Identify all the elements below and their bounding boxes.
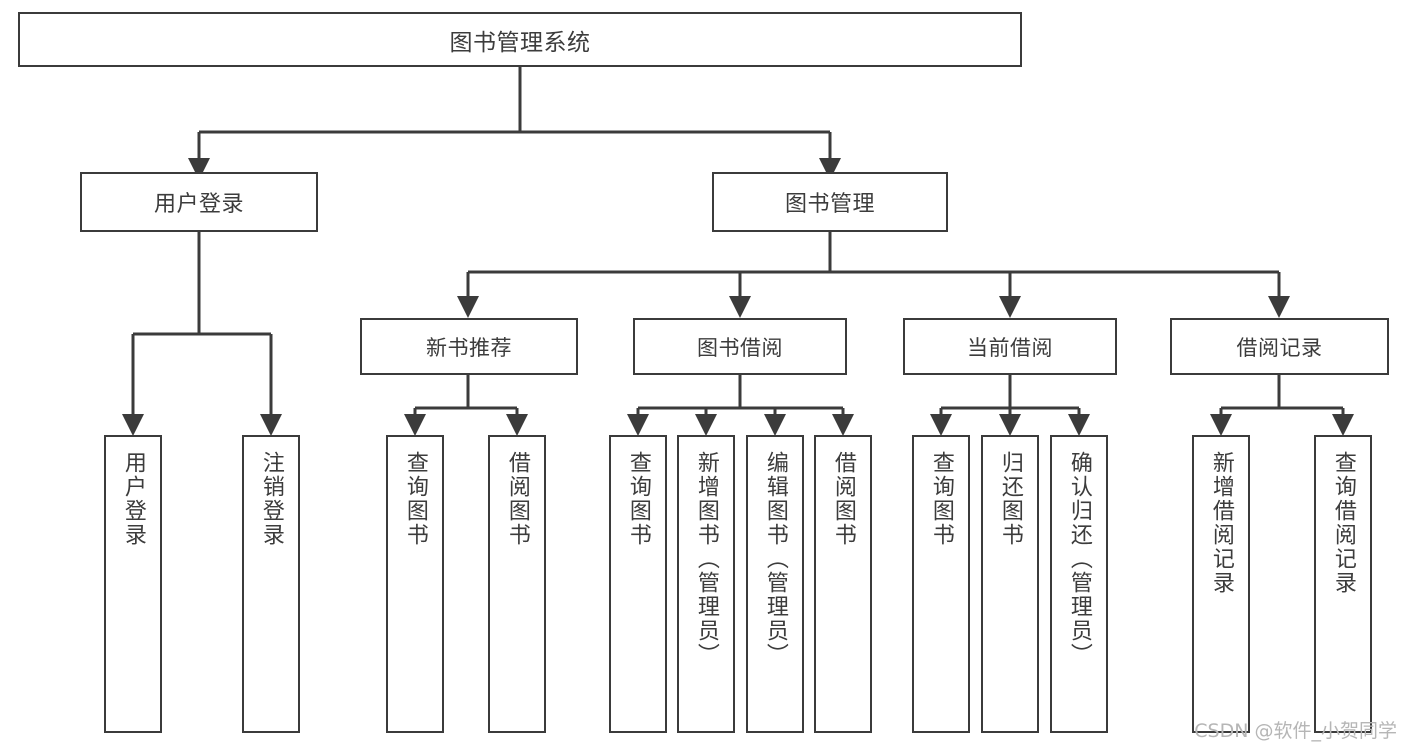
arrowhead-borrow-leaf-4 [832,414,854,436]
node-new-book-recommend-label: 新书推荐 [426,335,512,360]
arrowhead-current-leaf-2 [999,414,1021,436]
arrowhead-borrow-leaf-3 [764,414,786,436]
node-borrow-record[interactable]: 借阅记录 [1170,318,1389,375]
leaf-new-book-query-label: 查询图书 [402,451,428,547]
leaf-current-confirm-return[interactable]: 确认归还（管理员） [1050,435,1108,733]
leaf-borrow-query-book[interactable]: 查询图书 [609,435,667,733]
leaf-record-query-record[interactable]: 查询借阅记录 [1314,435,1372,733]
arrowhead-userlogin-leaf-1 [122,414,144,436]
node-book-borrow-label: 图书借阅 [697,335,783,360]
arrowhead-new-book [457,296,479,318]
leaf-new-book-borrow-label: 借阅图书 [504,451,530,547]
leaf-user-login-login[interactable]: 用户登录 [104,435,162,733]
leaf-borrow-add-book[interactable]: 新增图书（管理员） [677,435,735,733]
leaf-record-query-record-label: 查询借阅记录 [1330,451,1356,595]
leaf-user-login-logout-label: 注销登录 [258,451,284,547]
leaf-record-add-record-label: 新增借阅记录 [1208,451,1234,595]
leaf-current-query-book[interactable]: 查询图书 [912,435,970,733]
arrowhead-borrow [729,296,751,318]
leaf-user-login-logout[interactable]: 注销登录 [242,435,300,733]
leaf-new-book-borrow[interactable]: 借阅图书 [488,435,546,733]
node-book-management-label: 图书管理 [784,192,875,217]
arrowhead-borrow-leaf-1 [627,414,649,436]
node-user-login[interactable]: 用户登录 [80,172,318,232]
leaf-borrow-add-book-label: 新增图书（管理员） [693,451,719,667]
arrowhead-userlogin-leaf-2 [260,414,282,436]
leaf-borrow-borrow-book[interactable]: 借阅图书 [814,435,872,733]
arrowhead-current-leaf-3 [1068,414,1090,436]
leaf-current-return-book[interactable]: 归还图书 [981,435,1039,733]
arrowhead-newbook-leaf-1 [404,414,426,436]
node-root-system-label: 图书管理系统 [449,29,591,56]
node-current-borrow-label: 当前借阅 [967,335,1053,360]
leaf-borrow-query-book-label: 查询图书 [625,451,651,547]
node-new-book-recommend[interactable]: 新书推荐 [360,318,578,375]
arrowhead-record [1268,296,1290,318]
arrowhead-current-leaf-1 [930,414,952,436]
arrowhead-newbook-leaf-2 [506,414,528,436]
leaf-new-book-query[interactable]: 查询图书 [386,435,444,733]
leaf-current-confirm-return-label: 确认归还（管理员） [1066,451,1092,667]
node-user-login-label: 用户登录 [153,192,244,217]
arrowhead-record-leaf-1 [1210,414,1232,436]
arrowhead-current [999,296,1021,318]
node-current-borrow[interactable]: 当前借阅 [903,318,1117,375]
leaf-user-login-login-label: 用户登录 [120,451,146,547]
leaf-borrow-edit-book[interactable]: 编辑图书（管理员） [746,435,804,733]
csdn-watermark: CSDN @软件_小贺同学 [1194,720,1397,742]
leaf-current-return-book-label: 归还图书 [997,451,1023,547]
arrowhead-borrow-leaf-2 [695,414,717,436]
node-borrow-record-label: 借阅记录 [1236,335,1323,360]
leaf-borrow-borrow-book-label: 借阅图书 [830,451,856,547]
node-book-management[interactable]: 图书管理 [712,172,948,232]
node-root-system[interactable]: 图书管理系统 [18,12,1022,67]
leaf-record-add-record[interactable]: 新增借阅记录 [1192,435,1250,733]
node-book-borrow[interactable]: 图书借阅 [633,318,847,375]
arrowhead-record-leaf-2 [1332,414,1354,436]
leaf-current-query-book-label: 查询图书 [928,451,954,547]
leaf-borrow-edit-book-label: 编辑图书（管理员） [762,451,788,667]
